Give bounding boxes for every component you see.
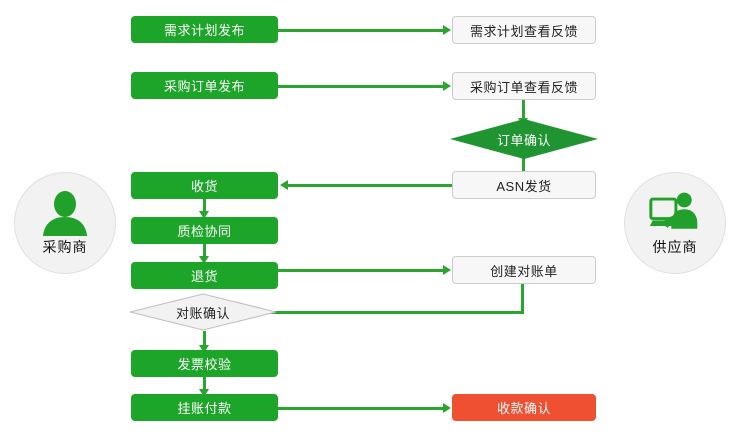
node-po-feedback[interactable]: 采购订单查看反馈 xyxy=(452,72,596,100)
node-label: 需求计划查看反馈 xyxy=(469,23,578,39)
connector-po-publish xyxy=(278,85,444,88)
node-label: 采购订单查看反馈 xyxy=(469,79,578,95)
node-label: 需求计划发布 xyxy=(163,23,245,38)
node-returns[interactable]: 退货 xyxy=(131,262,278,289)
node-label: 创建对账单 xyxy=(490,263,558,279)
connector-payment-to-receipt xyxy=(278,407,444,410)
arrowhead-po-publish xyxy=(443,81,451,91)
node-label: 订单确认 xyxy=(496,132,551,148)
arrowhead-invoice xyxy=(199,345,209,353)
node-quality-collaboration[interactable]: 质检协同 xyxy=(131,217,278,244)
diamond-shape-green xyxy=(450,119,598,159)
node-payable-payment[interactable]: 挂账付款 xyxy=(131,394,278,421)
supplier-computer-icon xyxy=(649,192,698,229)
user-avatar-icon xyxy=(43,190,87,236)
node-asn-shipment[interactable]: ASN发货 xyxy=(452,171,596,199)
node-label: 发票校验 xyxy=(177,357,232,372)
arrowhead-quality xyxy=(199,211,209,219)
connector-invoice-to-payment xyxy=(203,377,206,391)
connector-recon-doc-to-recon-confirm xyxy=(242,311,524,314)
node-label: 挂账付款 xyxy=(177,401,232,416)
node-label: ASN发货 xyxy=(496,178,552,194)
connector-receiving-to-quality xyxy=(203,199,206,213)
node-po-publish[interactable]: 采购订单发布 xyxy=(131,72,278,99)
arrowhead-recon-doc xyxy=(443,265,451,275)
node-receipt-confirm[interactable]: 收款确认 xyxy=(452,394,596,421)
node-label: 收货 xyxy=(190,179,218,194)
actor-buyer[interactable]: 采购商 xyxy=(14,172,116,274)
connector-quality-to-returns xyxy=(203,244,206,258)
connector-demand-plan xyxy=(278,29,444,32)
actor-buyer-label: 采购商 xyxy=(42,238,88,255)
actor-supplier[interactable]: 供应商 xyxy=(624,172,726,274)
node-reconciliation-confirm[interactable]: 对账确认 xyxy=(129,293,277,331)
connector-po-feedback-to-order-confirm xyxy=(522,100,525,120)
arrowhead-receipt xyxy=(443,403,451,413)
arrowhead-returns xyxy=(199,256,209,264)
node-label: 退货 xyxy=(190,269,218,284)
node-label: 收款确认 xyxy=(496,401,551,416)
node-label: 对账确认 xyxy=(175,305,230,321)
diamond-shape-gray xyxy=(129,293,277,331)
node-label: 质检协同 xyxy=(177,224,232,239)
connector-recon-confirm-to-invoice xyxy=(203,331,206,347)
connector-asn-to-receiving xyxy=(288,184,452,187)
node-order-confirm[interactable]: 订单确认 xyxy=(450,119,598,159)
arrowhead-payment xyxy=(199,389,209,397)
node-demand-plan-publish[interactable]: 需求计划发布 xyxy=(131,16,278,43)
connector-recon-doc-drop xyxy=(521,284,524,313)
node-demand-plan-feedback[interactable]: 需求计划查看反馈 xyxy=(452,16,596,44)
node-create-reconciliation-doc[interactable]: 创建对账单 xyxy=(452,256,596,284)
connector-returns-to-recon-doc xyxy=(278,269,444,272)
actor-supplier-label: 供应商 xyxy=(652,238,698,255)
node-label: 采购订单发布 xyxy=(163,79,245,94)
arrowhead-receiving xyxy=(280,180,288,190)
connector-order-confirm-to-asn xyxy=(522,157,525,173)
node-receiving[interactable]: 收货 xyxy=(131,172,278,199)
arrowhead-demand-plan xyxy=(443,25,451,35)
node-invoice-verification[interactable]: 发票校验 xyxy=(131,350,278,377)
